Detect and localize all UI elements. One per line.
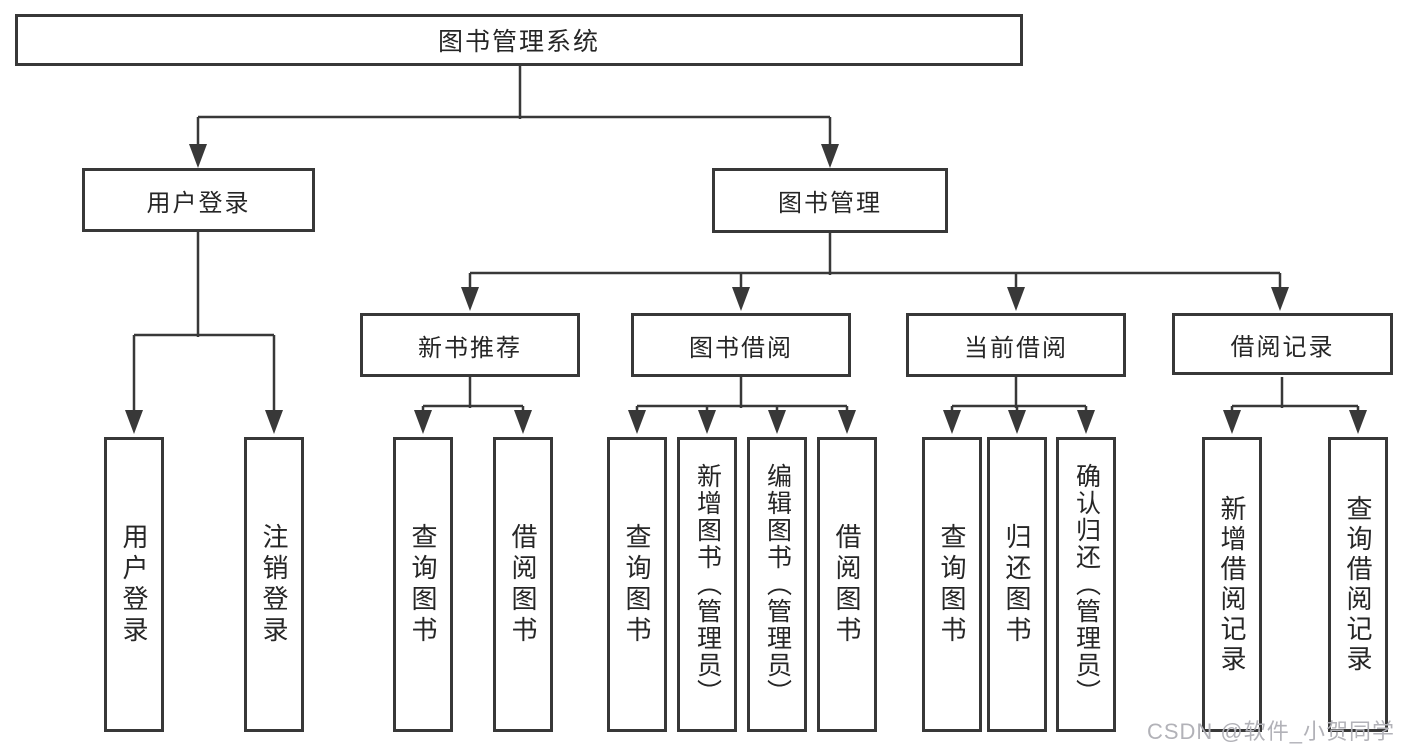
- leaf-query-books-current: 查询图书: [922, 437, 982, 732]
- leaf-label: 查询借阅记录: [1343, 494, 1373, 675]
- node-borrowing-records: 借阅记录: [1172, 313, 1393, 375]
- leaf-borrow-books-borrowing: 借阅图书: [817, 437, 877, 732]
- node-label: 图书借阅: [689, 334, 793, 362]
- node-label: 当前借阅: [964, 334, 1068, 362]
- leaf-logout: 注销登录: [244, 437, 304, 732]
- leaf-label: 归还图书: [1002, 522, 1032, 647]
- node-label: 用户登录: [146, 189, 251, 217]
- leaf-edit-books-admin: 编辑图书（管理员）: [747, 437, 807, 732]
- leaf-label: 借阅图书: [832, 522, 862, 647]
- leaf-label: 查询图书: [622, 522, 652, 647]
- leaf-add-borrow-record: 新增借阅记录: [1202, 437, 1262, 732]
- leaf-add-books-admin: 新增图书（管理员）: [677, 437, 737, 732]
- leaf-user-login: 用户登录: [104, 437, 164, 732]
- node-library-management-system: 图书管理系统: [15, 14, 1023, 66]
- leaf-label: 借阅图书: [508, 522, 538, 647]
- arrowheads: [125, 144, 1367, 434]
- node-user-login: 用户登录: [82, 168, 315, 232]
- leaf-confirm-return-admin: 确认归还（管理员）: [1056, 437, 1116, 732]
- node-book-borrowing: 图书借阅: [631, 313, 851, 377]
- leaf-label: 用户登录: [119, 522, 149, 647]
- leaf-query-books-recommend: 查询图书: [393, 437, 453, 732]
- leaf-return-books: 归还图书: [987, 437, 1047, 732]
- leaf-label: 确认归还（管理员）: [1072, 463, 1101, 706]
- node-label: 新书推荐: [418, 334, 522, 362]
- node-current-borrowing: 当前借阅: [906, 313, 1126, 377]
- leaf-query-borrow-record: 查询借阅记录: [1328, 437, 1388, 732]
- node-book-management: 图书管理: [712, 168, 948, 233]
- leaf-label: 新增借阅记录: [1217, 494, 1247, 675]
- leaf-label: 注销登录: [259, 522, 289, 647]
- leaf-borrow-books-recommend: 借阅图书: [493, 437, 553, 732]
- leaf-label: 查询图书: [408, 522, 438, 647]
- leaf-query-books-borrowing: 查询图书: [607, 437, 667, 732]
- leaf-label: 查询图书: [937, 522, 967, 647]
- node-label: 借阅记录: [1230, 333, 1335, 361]
- node-new-book-recommend: 新书推荐: [360, 313, 580, 377]
- node-label: 图书管理系统: [437, 28, 600, 56]
- node-label: 图书管理: [778, 190, 882, 217]
- leaf-label: 新增图书（管理员）: [693, 463, 722, 706]
- csdn-watermark: CSDN @软件_小贺同学: [1146, 719, 1395, 744]
- leaf-label: 编辑图书（管理员）: [763, 463, 792, 706]
